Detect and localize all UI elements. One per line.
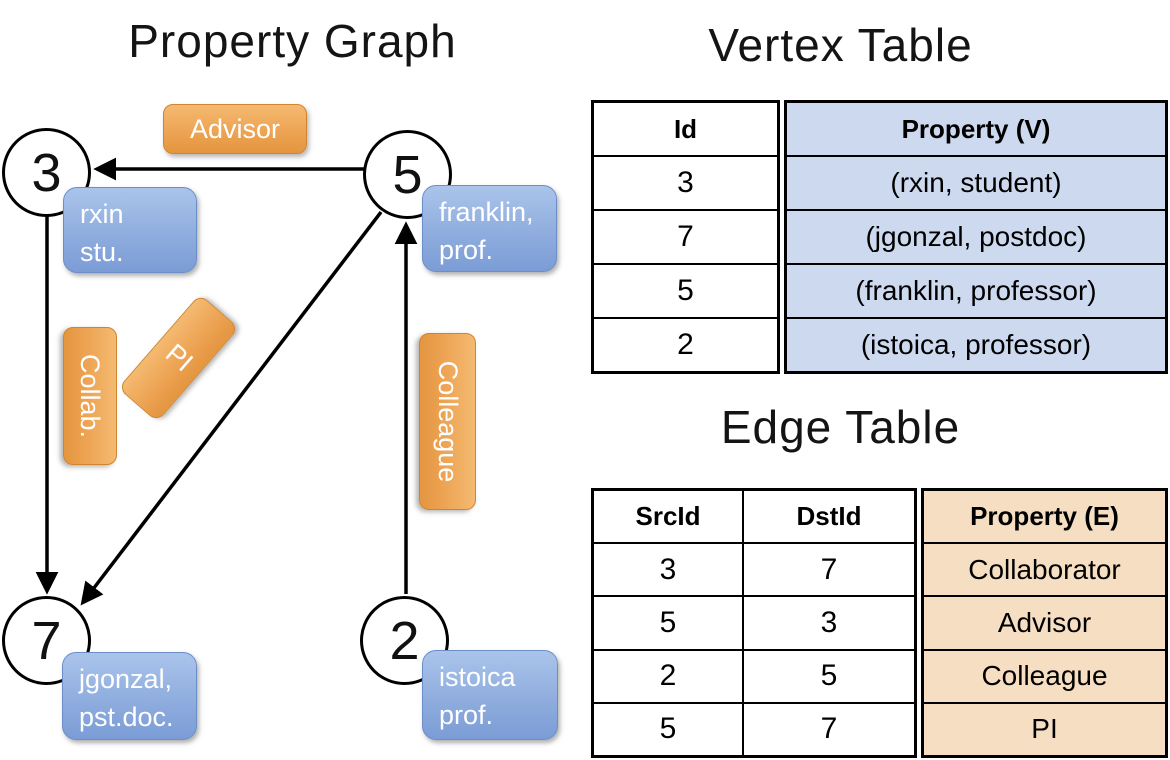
- vertex-table-header-id: Id: [673, 113, 698, 144]
- vertex-node-2-id: 2: [389, 610, 420, 671]
- edge-table-dst-cell: 7: [742, 703, 914, 756]
- vertex-node-2: 2: [360, 596, 449, 685]
- vertex-property-box-rxin: rxin stu.: [63, 187, 197, 273]
- edge-label-text: Advisor: [189, 113, 281, 144]
- graph-edges-canvas: [35, 157, 418, 606]
- edge-table-property-cell: Advisor: [924, 597, 1165, 649]
- vertex-property-box-jgonzal: jgonzal, pst.doc.: [62, 652, 197, 740]
- edge-table-ids-columns: SrcId DstId 3 7 5 3 2 5 5 7: [591, 488, 917, 758]
- edge-label-text: Colleague: [433, 360, 463, 483]
- vertex-property-line: franklin,: [439, 197, 534, 227]
- edge-table-dst-cell: 7: [742, 544, 914, 596]
- vertex-table-property-cell: (jgonzal, postdoc): [787, 211, 1165, 263]
- edge-label-text: PI: [159, 337, 199, 378]
- vertex-table-property-cell: (rxin, student): [787, 157, 1165, 209]
- edge-table-src-cell: 2: [659, 659, 677, 693]
- vertex-table-id-cell: 3: [677, 166, 694, 199]
- vertex-property-line: stu.: [80, 236, 124, 267]
- edge-label-advisor: Advisor: [163, 104, 307, 154]
- edge-table-property-column: Property (E) Collaborator Advisor Collea…: [921, 488, 1168, 758]
- vertex-table-header-property: Property (V): [787, 103, 1165, 155]
- vertex-property-line: rxin: [80, 199, 124, 229]
- vertex-table-property-cell: (istoica, professor): [787, 319, 1165, 371]
- vertex-node-7-id: 7: [31, 610, 62, 671]
- vertex-node-3-id: 3: [31, 142, 62, 203]
- vertex-node-5-id: 5: [392, 144, 423, 205]
- edge-table-property-cell: PI: [924, 703, 1165, 756]
- property-graph-title: Property Graph: [128, 15, 457, 67]
- vertex-property-line: pst.doc.: [79, 701, 174, 732]
- vertex-property-line: jgonzal,: [79, 664, 173, 694]
- edge-table-dst-cell: 3: [742, 597, 914, 649]
- edge-table-header-dstid: DstId: [742, 491, 914, 543]
- edge-pi-5-to-7: [80, 210, 383, 606]
- edge-table-property-cell: Colleague: [924, 650, 1165, 702]
- vertex-table-title: Vertex Table: [708, 19, 973, 71]
- vertex-table-id-cell: 7: [677, 220, 694, 253]
- vertex-table-id-cell: 5: [677, 274, 694, 307]
- edge-table-header-property: Property (E): [924, 491, 1165, 543]
- vertex-property-line: prof.: [439, 234, 494, 265]
- edge-table-dst-cell: 5: [742, 650, 914, 702]
- vertex-property-box-franklin: franklin, prof.: [422, 185, 557, 272]
- vertex-property-line: istoica: [439, 662, 516, 692]
- edge-table-src-cell: 5: [659, 712, 677, 746]
- edge-table-title: Edge Table: [720, 401, 961, 453]
- vertex-property-box-istoica: istoica prof.: [422, 650, 558, 740]
- edge-label-colleague: Colleague: [419, 333, 476, 510]
- vertex-node-5: 5: [363, 130, 452, 219]
- vertex-table-property-column: Property (V) (rxin, student) (jgonzal, p…: [784, 100, 1168, 374]
- edge-table-src-cell: 5: [659, 606, 677, 639]
- vertex-table-property-cell: (franklin, professor): [787, 265, 1165, 317]
- vertex-table-id-column: Id 3 7 5 2: [591, 100, 780, 374]
- edge-label-collab: Collab.: [63, 327, 117, 465]
- edge-label-text: Collab.: [75, 353, 106, 439]
- edge-table-src-cell: 3: [659, 552, 677, 586]
- vertex-table-id-cell: 2: [677, 328, 694, 361]
- vertex-property-line: prof.: [439, 699, 494, 730]
- edge-table-property-cell: Collaborator: [924, 544, 1165, 596]
- edge-table-header-srcid: SrcId: [635, 501, 701, 532]
